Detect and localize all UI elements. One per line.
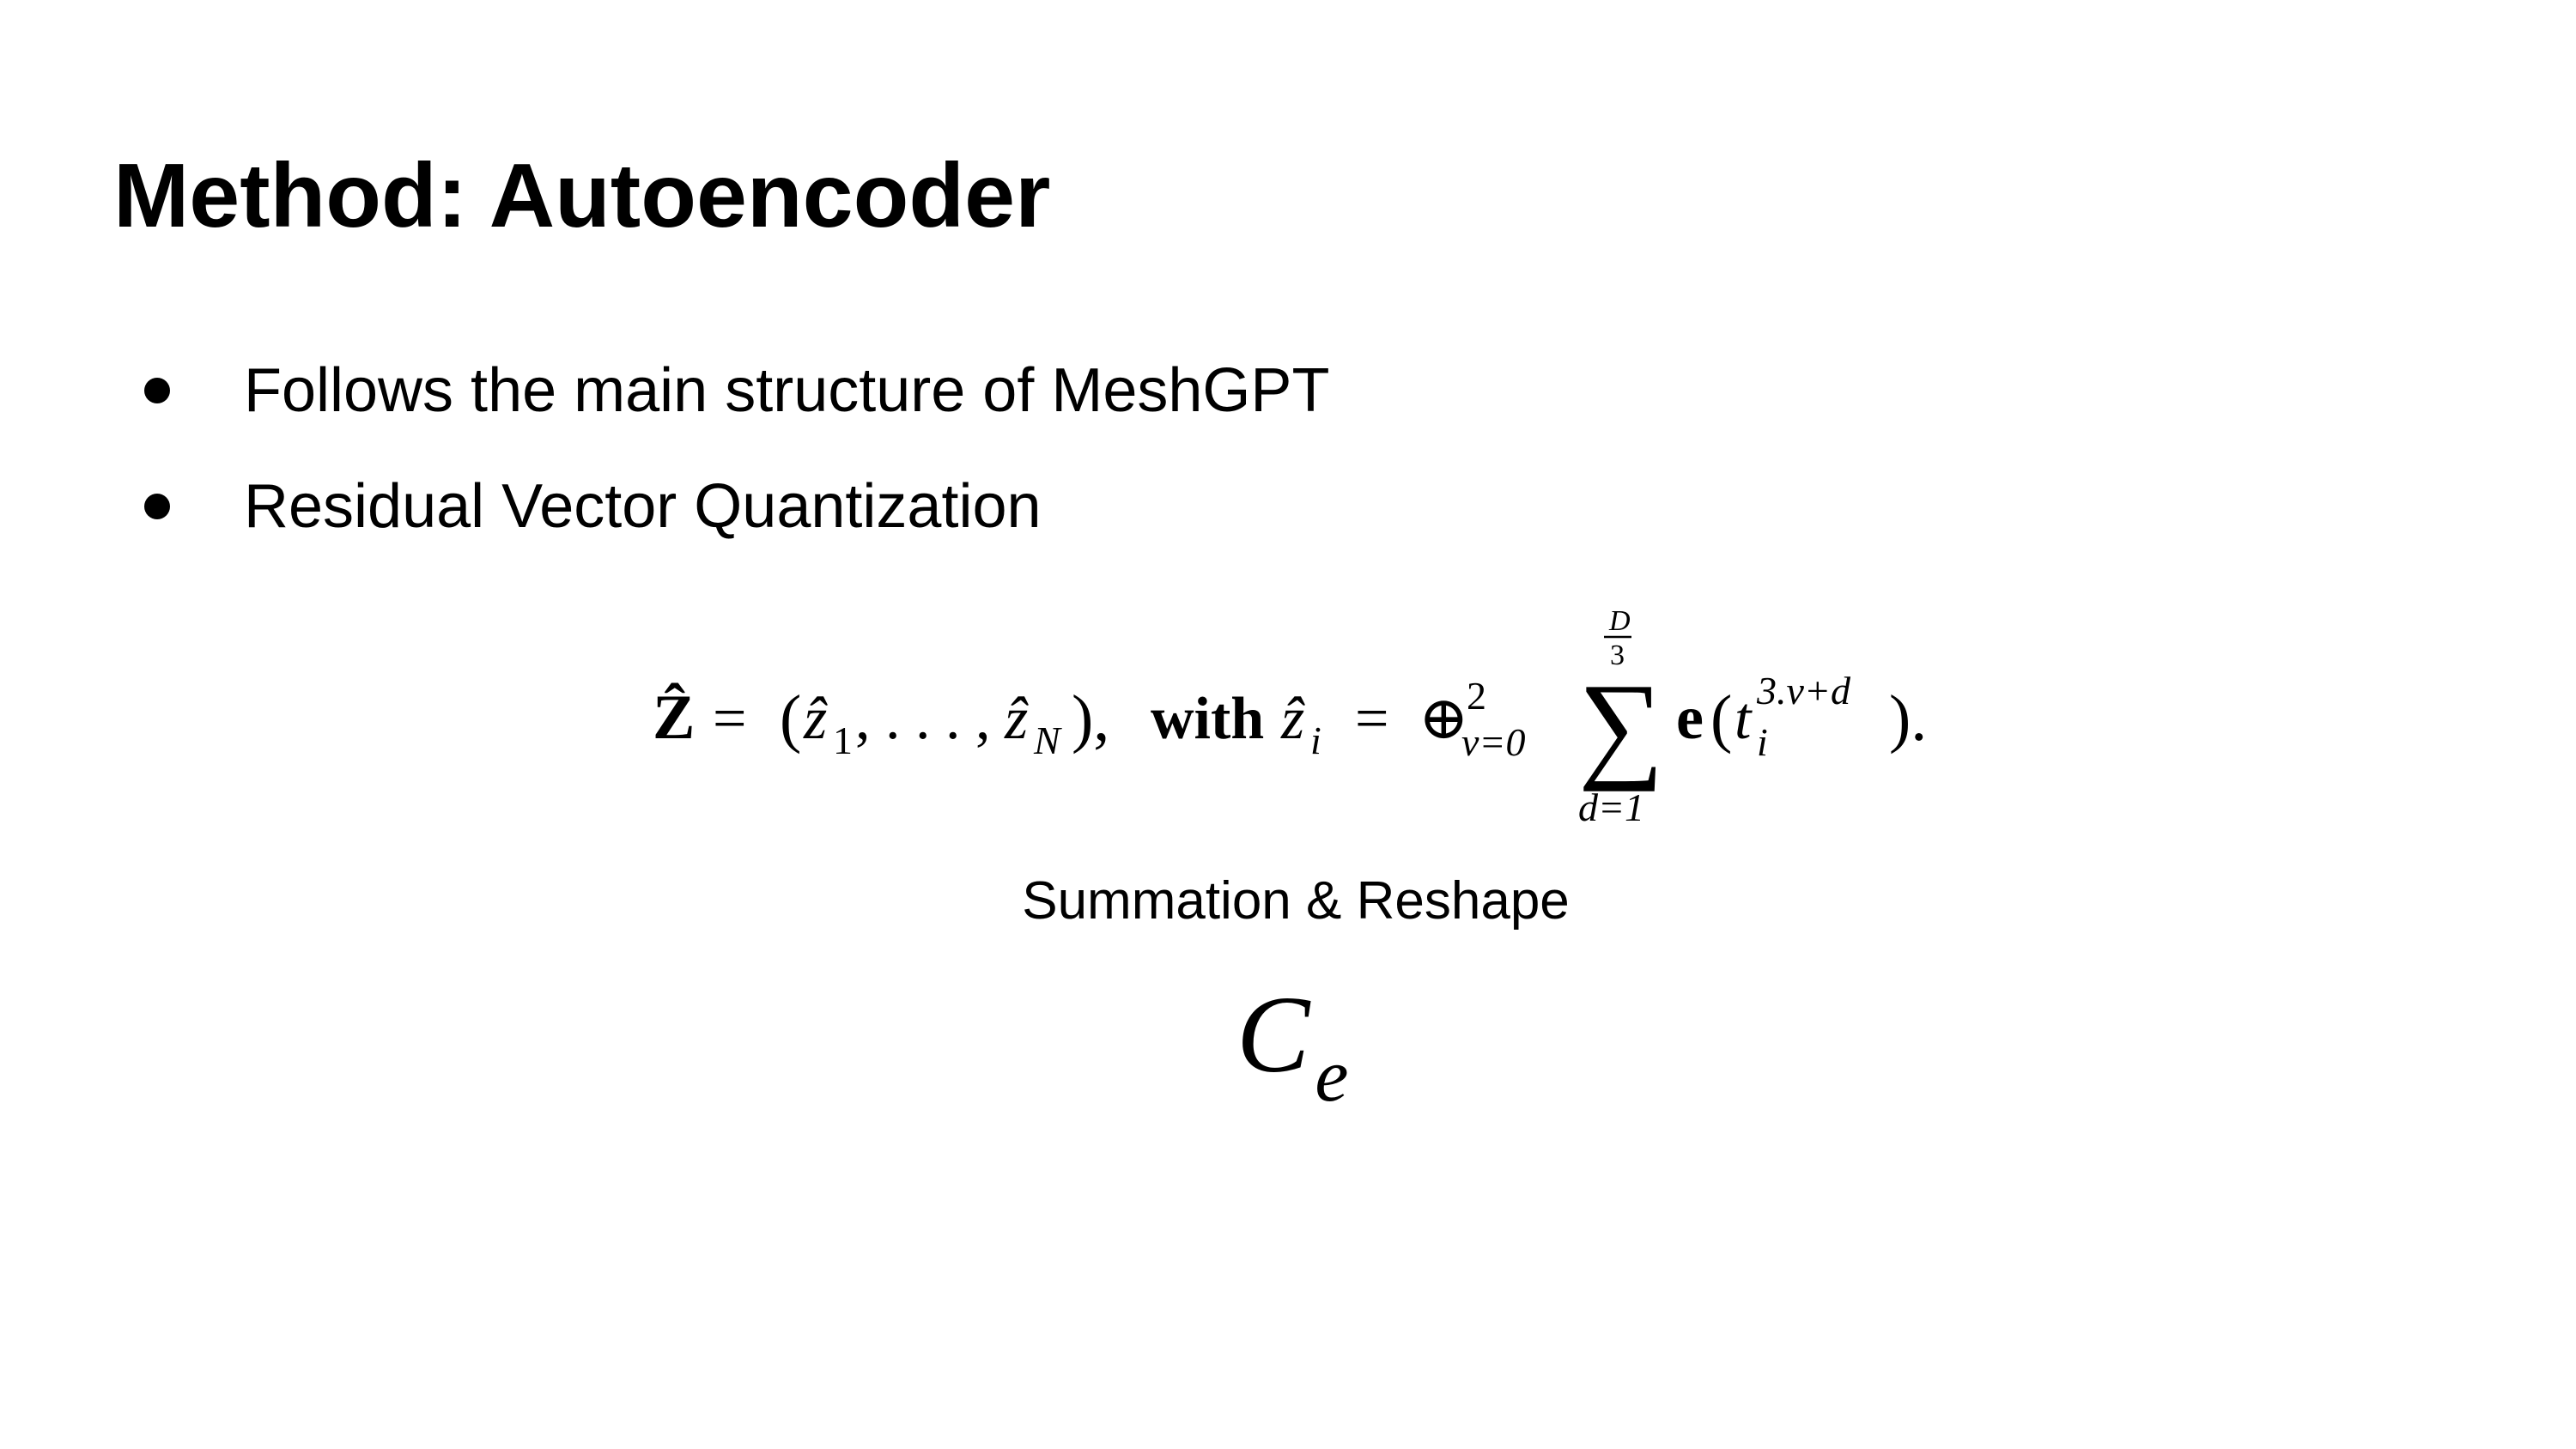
eq-embed-fn: e [1676, 683, 1704, 752]
eq-t-sup: 3.v+d [1756, 669, 1851, 712]
eq-equals: = [713, 686, 746, 752]
eq-open-paren: ( [780, 682, 801, 755]
eq-z-hat-N: ẑ [1004, 686, 1029, 752]
slide-title: Method: Autoencoder [113, 145, 1051, 246]
bullet-text: Residual Vector Quantization [244, 472, 1042, 541]
eq-z-hat-i: ẑ [1280, 686, 1305, 752]
eq-sum-lower: d=1 [1578, 785, 1644, 829]
caption-text: Summation & Reshape [1022, 871, 1570, 931]
equation-caption: Summation & Reshape [0, 869, 2576, 934]
eq-embed-close: ). [1889, 682, 1927, 755]
eq-t: t [1735, 686, 1753, 752]
eq-sum-upper-num: D [1608, 605, 1631, 637]
eq-oplus-sup: 2 [1467, 674, 1486, 718]
eq-oplus-sub: v=0 [1461, 720, 1525, 764]
eq-z-hat-1: ẑ [803, 686, 828, 752]
eq-sum-symbol: ∑ [1578, 659, 1664, 792]
symbol-subscript: e [1315, 1034, 1349, 1118]
rvq-equation: Ẑ = ( ẑ 1 , . . . , ẑ N ), with ẑ i = ⊕ … [635, 601, 1975, 841]
eq-z-hat-i-sub: i [1310, 718, 1321, 762]
eq-sum-upper-den: 3 [1610, 640, 1625, 671]
eq-close-paren: ), [1072, 682, 1109, 755]
symbol-base: C [1236, 973, 1310, 1095]
codebook-symbol: Ce [1236, 970, 1348, 1118]
bullet-text: Follows the main structure of MeshGPT [244, 356, 1330, 425]
eq-with: with [1151, 686, 1264, 752]
eq-t-sub: i [1757, 720, 1768, 764]
eq-z-hat-1-sub: 1 [833, 718, 853, 762]
bullet-dot-icon [144, 494, 170, 519]
bullet-dot-icon [144, 378, 170, 403]
eq-equals-2: = [1355, 686, 1388, 752]
eq-oplus: ⊕ [1419, 686, 1469, 752]
eq-embed-open: ( [1710, 682, 1732, 755]
eq-lhs: Ẑ [653, 682, 695, 753]
eq-z-hat-N-sub: N [1033, 718, 1062, 762]
eq-ellipsis: , . . . , [855, 686, 991, 752]
